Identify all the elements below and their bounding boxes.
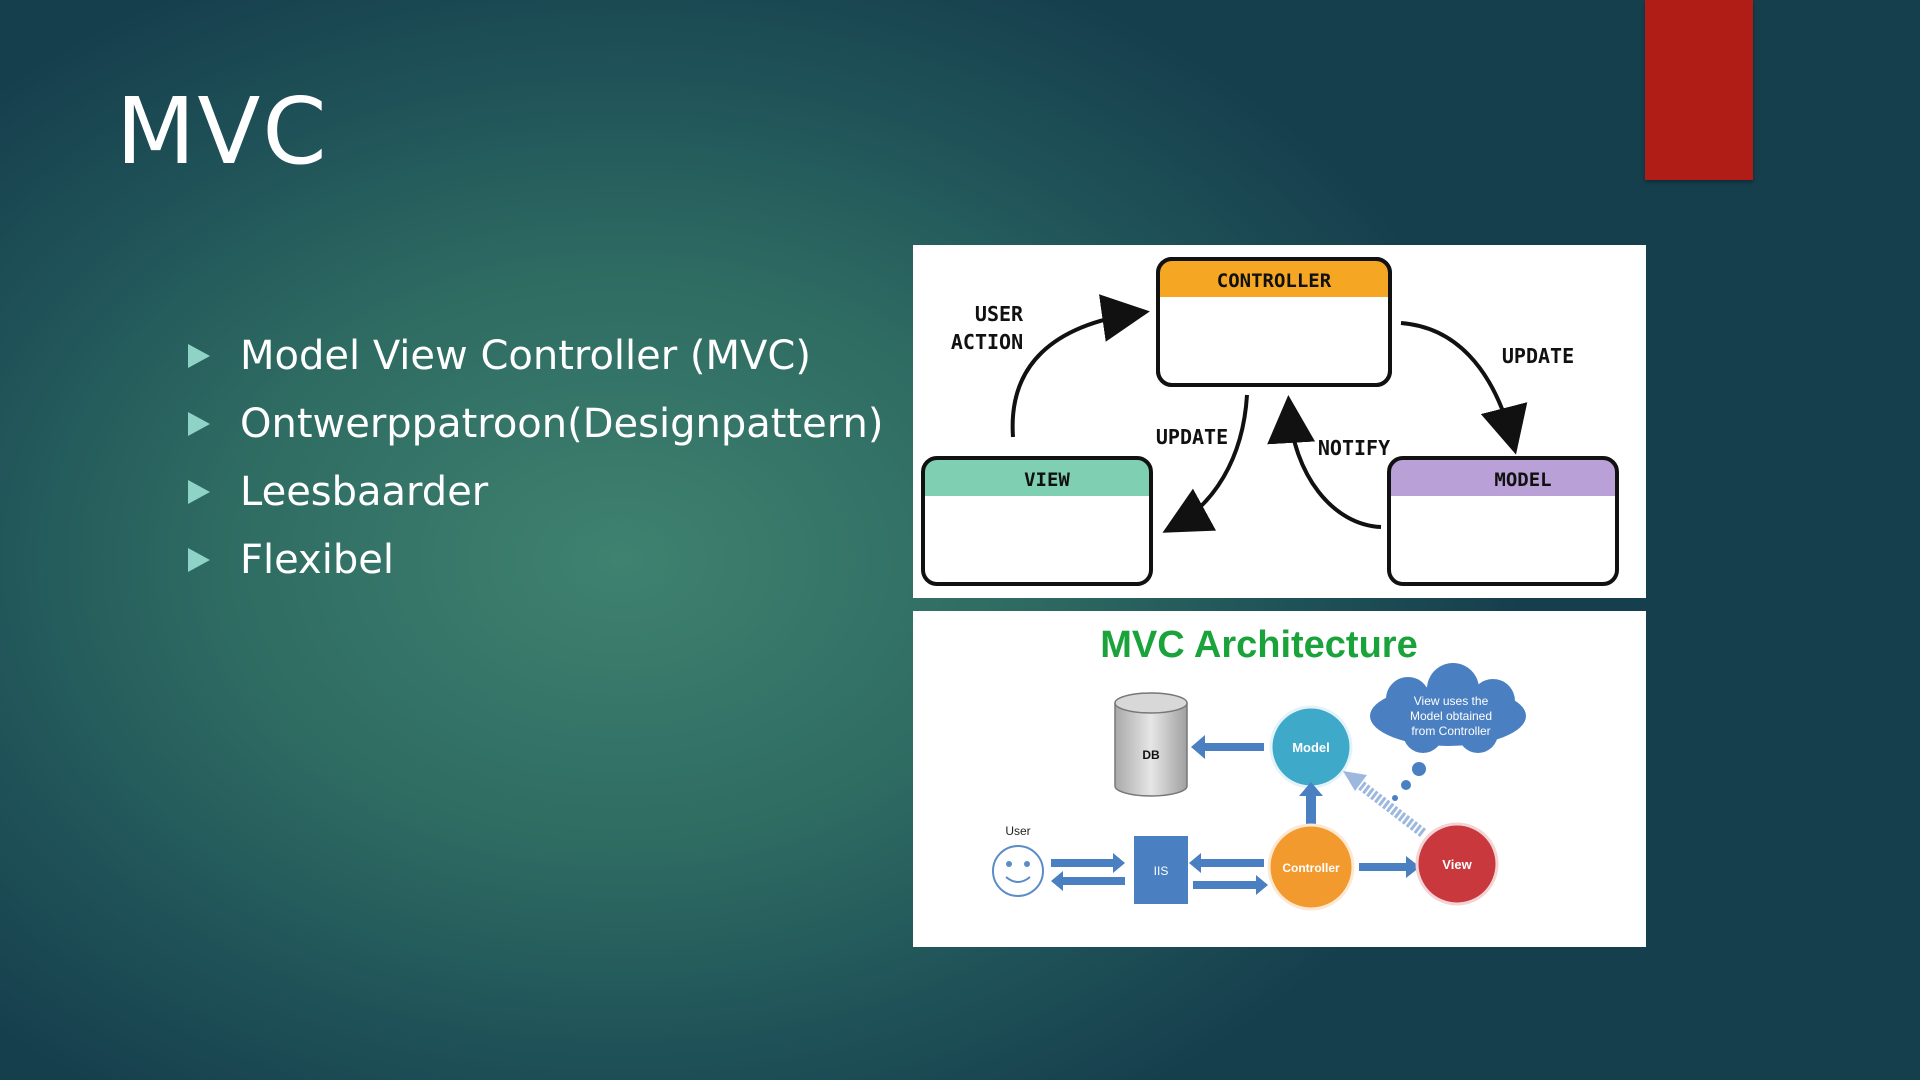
mvc-architecture-diagram: MVC Architecture DB Model View uses the … — [913, 611, 1646, 947]
update-left-label: UPDATE — [1156, 425, 1228, 449]
user-smiley-icon — [992, 845, 1044, 897]
user-action-arrow — [1010, 294, 1150, 438]
iis-box — [1134, 836, 1188, 904]
slide-title: MVC — [116, 78, 329, 185]
user-action-label-line2: ACTION — [951, 330, 1023, 354]
controller-node-label: Controller — [1282, 861, 1340, 875]
triangle-bullet-icon — [188, 480, 210, 504]
model-label: MODEL — [1494, 469, 1551, 491]
bullet-item: Leesbaarder — [188, 458, 883, 526]
controller-node — [1267, 823, 1355, 911]
model-node-label: Model — [1292, 740, 1330, 755]
speech-cloud: View uses the Model obtained from Contro… — [1370, 663, 1526, 801]
bullet-text: Flexibel — [240, 537, 394, 583]
architecture-title: MVC Architecture — [1100, 624, 1417, 666]
model-to-db-arrow — [1191, 735, 1264, 759]
bullet-text: Ontwerppatroon(Designpattern) — [240, 401, 884, 447]
bullet-item: Flexibel — [188, 526, 883, 594]
iis-to-controller-arrow — [1193, 875, 1268, 895]
accent-tab — [1645, 0, 1753, 180]
view-box: VIEW — [921, 456, 1153, 586]
controller-header — [1158, 259, 1390, 297]
bullet-item: Ontwerppatroon(Designpattern) — [188, 390, 883, 458]
model-box: MODEL — [1387, 456, 1619, 586]
update-right-label: UPDATE — [1502, 344, 1574, 368]
cloud-text-line3: from Controller — [1411, 724, 1490, 738]
update-view-arrow — [1162, 394, 1249, 533]
view-node — [1415, 822, 1499, 906]
user-label: User — [1005, 824, 1030, 838]
update-model-arrow — [1400, 321, 1528, 455]
controller-label: CONTROLLER — [1217, 270, 1332, 292]
view-label: VIEW — [1024, 469, 1070, 491]
bullet-item: Model View Controller (MVC) — [188, 322, 883, 390]
view-header — [923, 458, 1151, 496]
notify-arrow — [1267, 395, 1382, 529]
user-to-iis-arrow — [1051, 853, 1125, 873]
user-action-label-line1: USER — [975, 302, 1024, 326]
controller-to-iis-arrow — [1189, 853, 1264, 873]
bullet-list: Model View Controller (MVC) Ontwerppatro… — [188, 322, 883, 594]
view-node-label: View — [1442, 857, 1472, 872]
view-to-model-arrow — [1349, 775, 1427, 837]
view-to-model-arrowhead — [1343, 771, 1367, 791]
cloud-text-line2: Model obtained — [1410, 709, 1492, 723]
bullet-text: Leesbaarder — [240, 469, 489, 515]
db-label: DB — [1142, 748, 1160, 762]
iis-to-user-arrow — [1051, 871, 1125, 891]
notify-label: NOTIFY — [1318, 436, 1390, 460]
triangle-bullet-icon — [188, 548, 210, 572]
controller-to-view-arrow — [1359, 856, 1420, 878]
bullet-text: Model View Controller (MVC) — [240, 333, 811, 379]
cloud-text-line1: View uses the — [1414, 694, 1489, 708]
iis-label: IIS — [1154, 864, 1169, 878]
mvc-cycle-diagram: CONTROLLER VIEW MODEL USER ACTION UPDATE… — [913, 245, 1646, 598]
controller-box: CONTROLLER — [1156, 257, 1392, 387]
model-header — [1389, 458, 1617, 496]
db-cylinder: DB — [1114, 692, 1188, 797]
triangle-bullet-icon — [188, 344, 210, 368]
controller-to-model-arrow — [1299, 782, 1323, 826]
triangle-bullet-icon — [188, 412, 210, 436]
